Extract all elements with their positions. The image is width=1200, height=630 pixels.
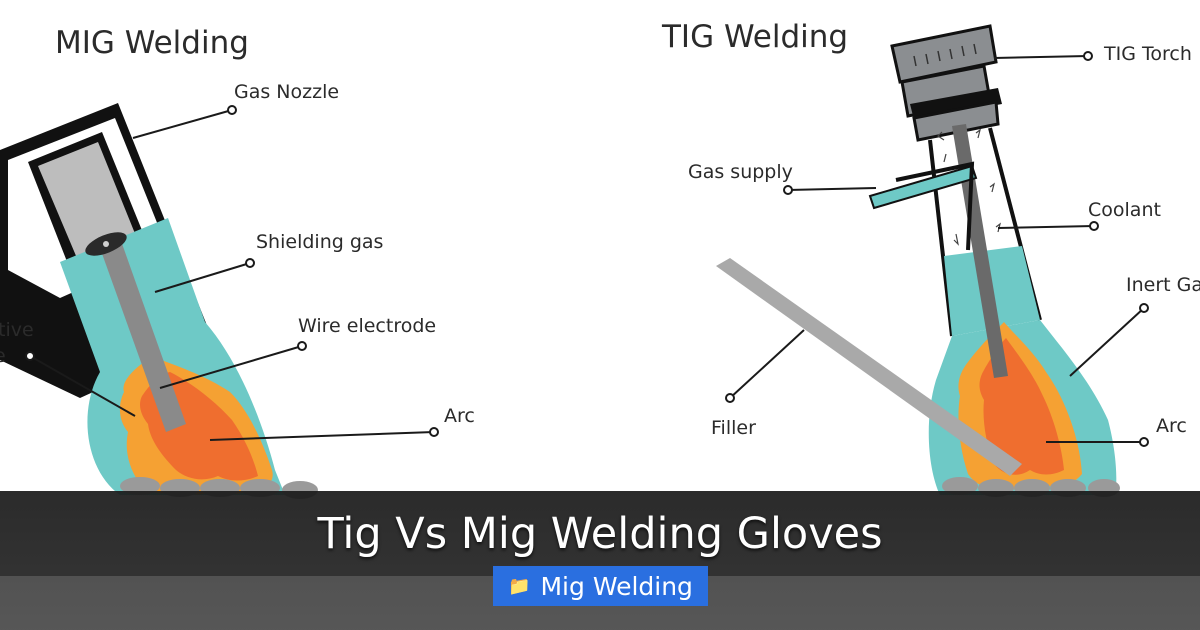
- tig-torch-ring: [910, 88, 1002, 120]
- tig-torch-ticks: [913, 43, 977, 67]
- category-tag[interactable]: 📁 Mig Welding: [493, 566, 708, 606]
- tig-label-filler: Filler: [711, 417, 756, 439]
- tig-diagram: TIG Welding: [661, 19, 1200, 495]
- mig-wire-electrode: [100, 238, 186, 432]
- tig-label-torch: TIG Torch: [1103, 43, 1192, 65]
- tig-leader-torch: [993, 55, 1089, 59]
- tig-label-gas-supply: Gas supply: [688, 161, 793, 183]
- tig-torch-body: [912, 100, 1000, 142]
- mig-leader-dot: [297, 341, 307, 351]
- mig-title: MIG Welding: [55, 25, 249, 61]
- tig-torch-cap: [890, 24, 998, 84]
- folder-icon: 📁: [508, 575, 531, 597]
- page-title: Tig Vs Mig Welding Gloves: [317, 509, 883, 559]
- mig-leader-arc: [209, 431, 435, 441]
- tig-leader-filler: [729, 329, 805, 399]
- tig-leader-dot: [1083, 51, 1093, 61]
- tig-leader-dot: [783, 185, 793, 195]
- mig-leader-consumable: [29, 355, 136, 417]
- tig-leader-gas-supply: [787, 187, 877, 191]
- mig-leader-dot: [245, 258, 255, 268]
- tig-gas-supply-pipe: [868, 164, 978, 210]
- tig-label-coolant: Coolant: [1088, 199, 1161, 221]
- tig-title: TIG Welding: [661, 19, 848, 55]
- mig-label-arc: Arc: [444, 405, 475, 427]
- tig-leader-dot: [725, 393, 735, 403]
- mig-leader-wire: [159, 345, 303, 389]
- tig-tungsten-electrode: [952, 124, 1008, 378]
- mig-label-shielding-gas: Shielding gas: [256, 231, 383, 253]
- mig-label-consumable-1: tive: [0, 319, 34, 341]
- category-label: Mig Welding: [540, 571, 693, 601]
- tig-leader-inert-gas: [1069, 307, 1145, 377]
- tig-leader-dot: [1089, 221, 1099, 231]
- mig-label-consumable-2: e: [0, 345, 6, 367]
- tig-label-inert-gas: Inert Ga: [1126, 274, 1200, 296]
- tig-label-arc: Arc: [1156, 415, 1187, 437]
- mig-leader-dot: [429, 427, 439, 437]
- tig-leader-dot: [1139, 437, 1149, 447]
- tig-leader-dot: [1139, 303, 1149, 313]
- mig-diagram: MIG Welding: [0, 25, 475, 495]
- tig-gas-supply-wall: [895, 161, 975, 251]
- mig-label-gas-nozzle: Gas Nozzle: [234, 81, 339, 103]
- title-banner: [0, 491, 1200, 630]
- mig-leader-shielding: [154, 262, 251, 293]
- mig-label-wire-electrode: Wire electrode: [298, 315, 436, 337]
- tig-leader-coolant: [997, 225, 1095, 229]
- tig-flow-arrows: [937, 128, 1001, 246]
- mig-leader-dot: [227, 105, 237, 115]
- tig-filler-rod: [716, 258, 1022, 476]
- mig-wire-spool-center: [103, 241, 109, 247]
- mig-leader-dot: [25, 351, 35, 361]
- mig-leader-gas-nozzle: [132, 109, 233, 139]
